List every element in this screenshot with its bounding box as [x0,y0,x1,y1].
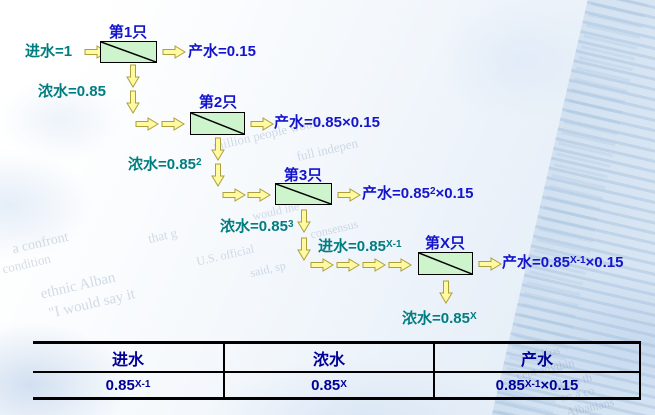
arrow-down-icon [211,137,225,161]
arrow-right-icon [478,257,502,271]
table-header-concentrate: 浓水 [225,344,435,371]
arrow-right-icon [250,117,274,131]
table-header-row: 进水 浓水 产水 [33,344,639,373]
arrow-down-icon [211,163,225,187]
arrow-right-icon [388,258,412,272]
unit-x-membrane-box [418,252,473,275]
arrow-right-icon [162,45,186,59]
unit-3-title: 第3只 [283,167,323,184]
arrow-down-icon [297,237,311,261]
unit-x-feed-label: 进水=0.85X-1 [318,238,402,255]
unit-x-product-label: 产水=0.85X-1×0.15 [502,254,624,271]
unit-1-product-label: 产水=0.15 [188,43,256,60]
unit-x-title: 第X只 [424,235,465,252]
table-header-product: 产水 [520,351,553,369]
unit-2-title: 第2只 [198,94,238,111]
arrow-right-icon [310,258,334,272]
unit-1-feed-label: 进水=1 [25,43,73,60]
unit-x-concentrate-label: 浓水=0.85X [402,310,477,327]
arrow-down-icon [297,209,311,233]
arrow-right-icon [135,117,159,131]
unit-2-membrane-box [190,112,245,135]
arrow-down-icon [126,64,140,88]
arrow-right-icon [336,258,360,272]
unit-2-product-label: 产水=0.85×0.15 [274,114,380,131]
unit-1-concentrate-label: 浓水=0.85 [38,83,106,100]
unit-3-membrane-box [275,183,332,205]
arrow-right-icon [222,188,246,202]
unit-3-product-label: 产水=0.852×0.15 [362,185,474,202]
arrow-right-icon [247,188,271,202]
arrow-down-icon [126,90,140,114]
arrow-down-icon [439,280,453,304]
arrow-right-icon [337,188,361,202]
unit-1-title: 第1只 [108,24,148,41]
arrow-right-icon [161,117,185,131]
unit-2-concentrate-label: 浓水=0.852 [128,156,202,173]
unit-3-concentrate-label: 浓水=0.853 [220,218,294,235]
arrow-right-icon [362,258,386,272]
unit-1-membrane-box [100,41,157,63]
table-header-feed: 进水 [33,344,225,371]
